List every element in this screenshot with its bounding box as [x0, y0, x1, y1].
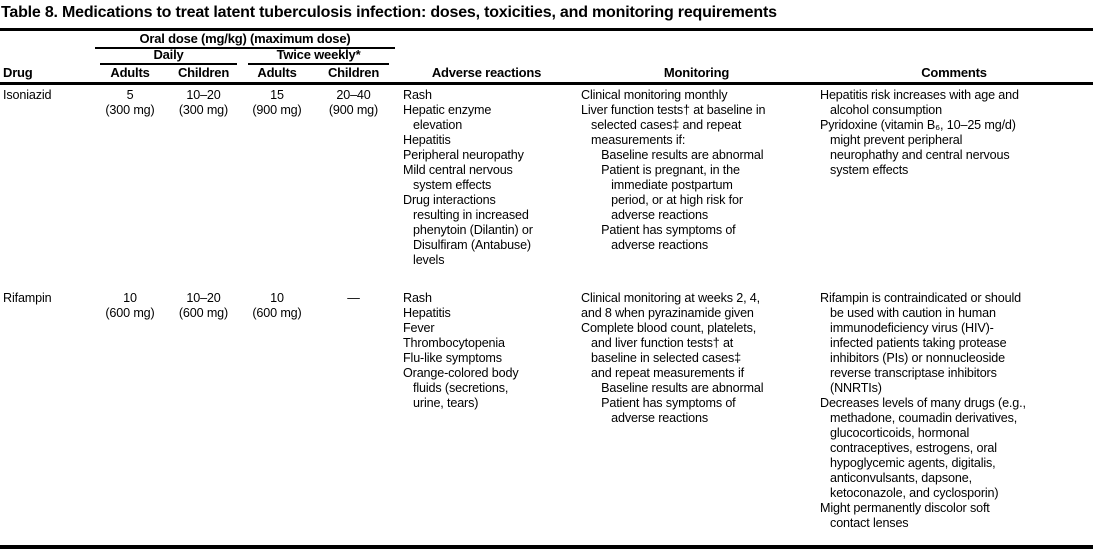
dose-twice-weekly-adults: 15 (900 mg): [252, 88, 302, 117]
header-daily-group: Daily: [100, 47, 237, 65]
dose-twice-weekly-children: 20–40 (900 mg): [328, 88, 379, 117]
column-header-drug: Drug: [3, 65, 33, 80]
adverse-reactions-cell: Rash Hepatic enzyme elevation Hepatitis …: [403, 88, 533, 267]
header-oral-dose-group: Oral dose (mg/kg) (maximum dose): [95, 31, 395, 49]
title-separator-rule: [0, 28, 1093, 31]
column-header-children-daily: Children: [177, 65, 230, 80]
table-title: Table 8. Medications to treat latent tub…: [1, 4, 777, 21]
column-header-adults-daily: Adults: [110, 65, 150, 80]
dose-daily-children: 10–20 (300 mg): [178, 88, 229, 117]
drug-name: Rifampin: [3, 291, 52, 305]
table-header: Oral dose (mg/kg) (maximum dose) Daily T…: [0, 31, 1093, 82]
dose-daily-children: 10–20 (600 mg): [178, 291, 229, 320]
monitoring-cell: Clinical monitoring at weeks 2, 4, and 8…: [581, 291, 764, 425]
dose-twice-weekly-children: —: [347, 291, 360, 305]
comments-cell: Hepatitis risk increases with age and al…: [820, 88, 1019, 177]
drug-name: Isoniazid: [3, 88, 52, 102]
adverse-reactions-cell: Rash Hepatitis Fever Thrombocytopenia Fl…: [403, 291, 519, 410]
column-header-children-twice-weekly: Children: [327, 65, 380, 80]
column-header-comments: Comments: [921, 65, 987, 80]
header-twice-weekly-group: Twice weekly*: [248, 47, 389, 65]
dose-daily-adults: 5 (300 mg): [105, 88, 155, 117]
table-bottom-rule: [0, 545, 1093, 549]
monitoring-cell: Clinical monitoring monthly Liver functi…: [581, 88, 766, 252]
table-body: Isoniazid 5 (300 mg) 10–20 (300 mg) 15 (…: [0, 85, 1093, 531]
column-header-adults-twice-weekly: Adults: [257, 65, 297, 80]
column-header-monitoring: Monitoring: [663, 65, 730, 80]
table-row-rifampin: Rifampin 10 (600 mg) 10–20 (600 mg) 10 (…: [0, 288, 1093, 531]
dose-daily-adults: 10 (600 mg): [105, 291, 155, 320]
column-header-adverse-reactions: Adverse reactions: [431, 65, 542, 80]
header-body-separator-rule: [0, 82, 1093, 85]
table-row-isoniazid: Isoniazid 5 (300 mg) 10–20 (300 mg) 15 (…: [0, 85, 1093, 288]
dose-twice-weekly-adults: 10 (600 mg): [252, 291, 302, 320]
comments-cell: Rifampin is contraindicated or should be…: [820, 291, 1026, 530]
